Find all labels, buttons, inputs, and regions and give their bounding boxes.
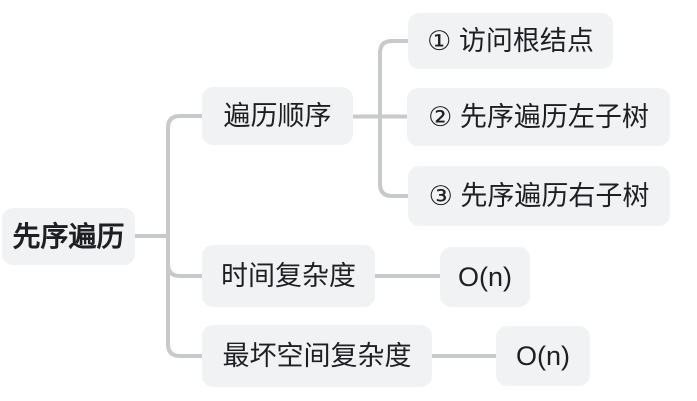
connector-child-trunk [378, 39, 408, 198]
node-worst-space-complexity-value[interactable]: O(n) [496, 326, 590, 386]
connector-branch-time [166, 263, 202, 278]
node-time-complexity[interactable]: 时间复杂度 [202, 245, 375, 307]
connector-main-trunk [166, 114, 202, 358]
node-step-1-visit-root[interactable]: ① 访问根结点 [408, 13, 613, 69]
node-time-complexity-value[interactable]: O(n) [440, 247, 530, 307]
node-step-3-right-subtree[interactable]: ③ 先序遍历右子树 [408, 166, 670, 226]
node-root-topic[interactable]: 先序遍历 [2, 208, 135, 265]
node-step-2-left-subtree[interactable]: ② 先序遍历左子树 [407, 88, 670, 146]
node-worst-space-complexity[interactable]: 最坏空间复杂度 [202, 325, 432, 387]
node-traversal-order[interactable]: 遍历顺序 [202, 87, 353, 145]
